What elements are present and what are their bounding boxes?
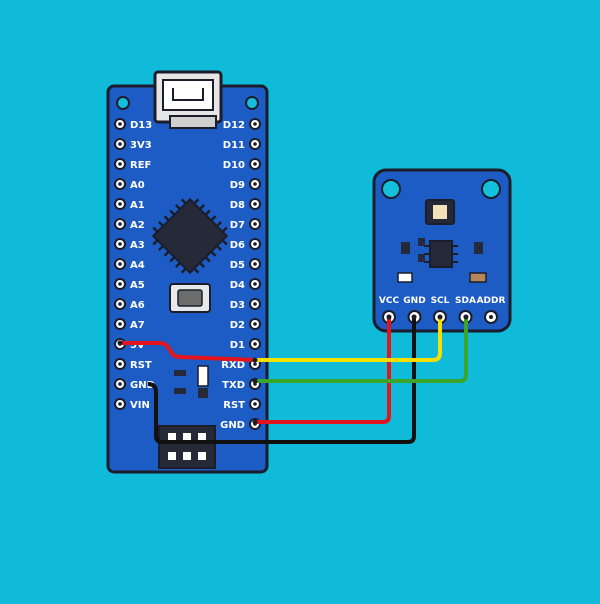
mounting-hole [116,96,130,110]
pin-label: GND [220,420,245,431]
pin-label: A4 [130,260,145,271]
pin-label: A5 [130,280,145,291]
nano-pin-a2: A2 [114,218,145,231]
pin-label: RST [223,400,245,411]
nano-pin-d13: D13 [114,118,152,131]
wire-gnd [147,317,416,444]
nano-pin-3v3: 3V3 [114,138,152,151]
pin-label: D8 [230,200,245,211]
pin-label: TXD [222,380,245,391]
nano-pin-a7: A7 [114,318,145,331]
nano-pin-d9: D9 [230,178,261,191]
nano-pin-a0: A0 [114,178,145,191]
wire-endpoint [437,314,443,320]
usb-connector [153,70,223,129]
nano-pin-rst: RST [223,398,261,411]
wire-scl [255,317,442,362]
smd-components [174,365,209,398]
nano-pin-d2: D2 [230,318,261,331]
pin-label: SDA [455,296,476,306]
pin-label: A1 [130,200,145,211]
nano-pin-a5: A5 [114,278,145,291]
nano-pin-d6: D6 [230,238,261,251]
wire-endpoint [252,419,258,425]
wire-sda [255,317,468,383]
nano-pin-ref: REF [114,158,151,171]
pin-label: D2 [230,320,245,331]
pin-label: GND [403,296,425,306]
mounting-hole [481,179,501,199]
pin-label: 3V3 [130,140,152,151]
nano-pin-a3: A3 [114,238,145,251]
nano-pin-d10: D10 [223,158,261,171]
nano-pin-d8: D8 [230,198,261,211]
pin-label: GND [130,380,155,391]
pin-label: A3 [130,240,145,251]
nano-pin-d5: D5 [230,258,261,271]
nano-pin-a6: A6 [114,298,145,311]
pin-label: D7 [230,220,245,231]
wire-endpoint [117,340,123,346]
icsp-header [158,425,216,469]
sensor-chip [425,199,455,225]
pin-label: D4 [230,280,245,291]
nano-pin-d4: D4 [230,278,261,291]
mounting-hole [381,179,401,199]
pin-label: ADDR [477,296,506,306]
pin-label: 5V [130,340,145,351]
wire-endpoint [252,378,258,384]
nano-pin-d11: D11 [223,138,261,151]
wire-endpoint [411,314,417,320]
pin-label: RST [130,360,152,371]
wire-endpoint [386,314,392,320]
nano-pin-a4: A4 [114,258,145,271]
pin-label: A6 [130,300,145,311]
pin-label: D5 [230,260,245,271]
pin-label: D6 [230,240,245,251]
nano-pin-d3: D3 [230,298,261,311]
microcontroller-chip [151,197,229,275]
pin-label: D10 [223,160,245,171]
pin-label: A0 [130,180,145,191]
nano-pin-d1: D1 [230,338,261,351]
pin-label: VIN [130,400,150,411]
reset-button [169,283,211,313]
nano-pin-a1: A1 [114,198,145,211]
pin-label: VCC [379,296,400,306]
regulator-chip [424,240,458,268]
nano-pin-gnd: GND [114,378,155,391]
wire-vcc [255,317,391,424]
wire-endpoint [252,357,258,363]
wire-5v [120,341,256,362]
sensor-pin-addr: ADDR [477,296,506,324]
pin-label: D9 [230,180,245,191]
pin-label: D1 [230,340,245,351]
nano-pin-vin: VIN [114,398,150,411]
mounting-hole [245,96,259,110]
nano-pin-d12: D12 [223,118,261,131]
pin-label: SCL [431,296,450,306]
nano-pin-d7: D7 [230,218,261,231]
wire-endpoint [463,314,469,320]
pin-label: D13 [130,120,152,131]
pin-label: D12 [223,120,245,131]
pin-label: D3 [230,300,245,311]
pin-label: A2 [130,220,145,231]
pin-label: REF [130,160,151,171]
pin-label: A7 [130,320,145,331]
wire-endpoints [117,314,469,425]
pin-label: RXD [221,360,245,371]
nano-pin-rst: RST [114,358,152,371]
sensor-smd-components [397,238,487,283]
wires [120,317,468,444]
pin-label: D11 [223,140,245,151]
